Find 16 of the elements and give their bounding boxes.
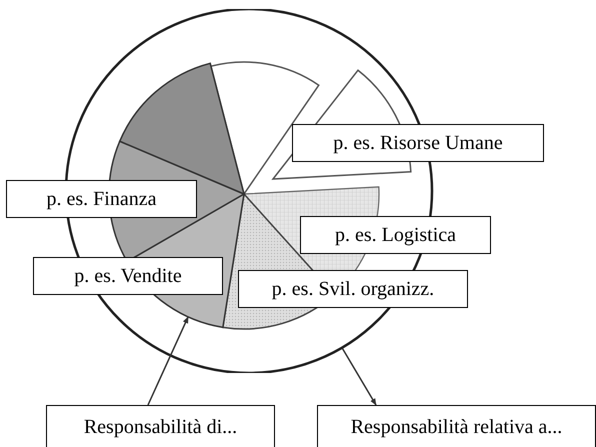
label-box	[33, 257, 223, 295]
label-box	[300, 216, 491, 254]
label-text: p. es. Risorse Umane	[333, 130, 503, 156]
label-text: p. es. Logistica	[334, 222, 456, 248]
label-box	[317, 405, 596, 447]
label-text: p. es. Svil. organizz.	[272, 276, 434, 302]
arrow	[342, 348, 377, 406]
label-box	[238, 270, 468, 308]
arrow	[147, 316, 189, 406]
label-text: Responsabilità di...	[84, 414, 238, 440]
label-box	[46, 405, 275, 447]
label-box	[6, 180, 197, 218]
label-text: p. es. Finanza	[46, 186, 156, 212]
label-text: Responsabilità relativa a...	[350, 414, 562, 440]
label-box	[292, 124, 544, 162]
label-text: p. es. Vendite	[74, 264, 182, 288]
